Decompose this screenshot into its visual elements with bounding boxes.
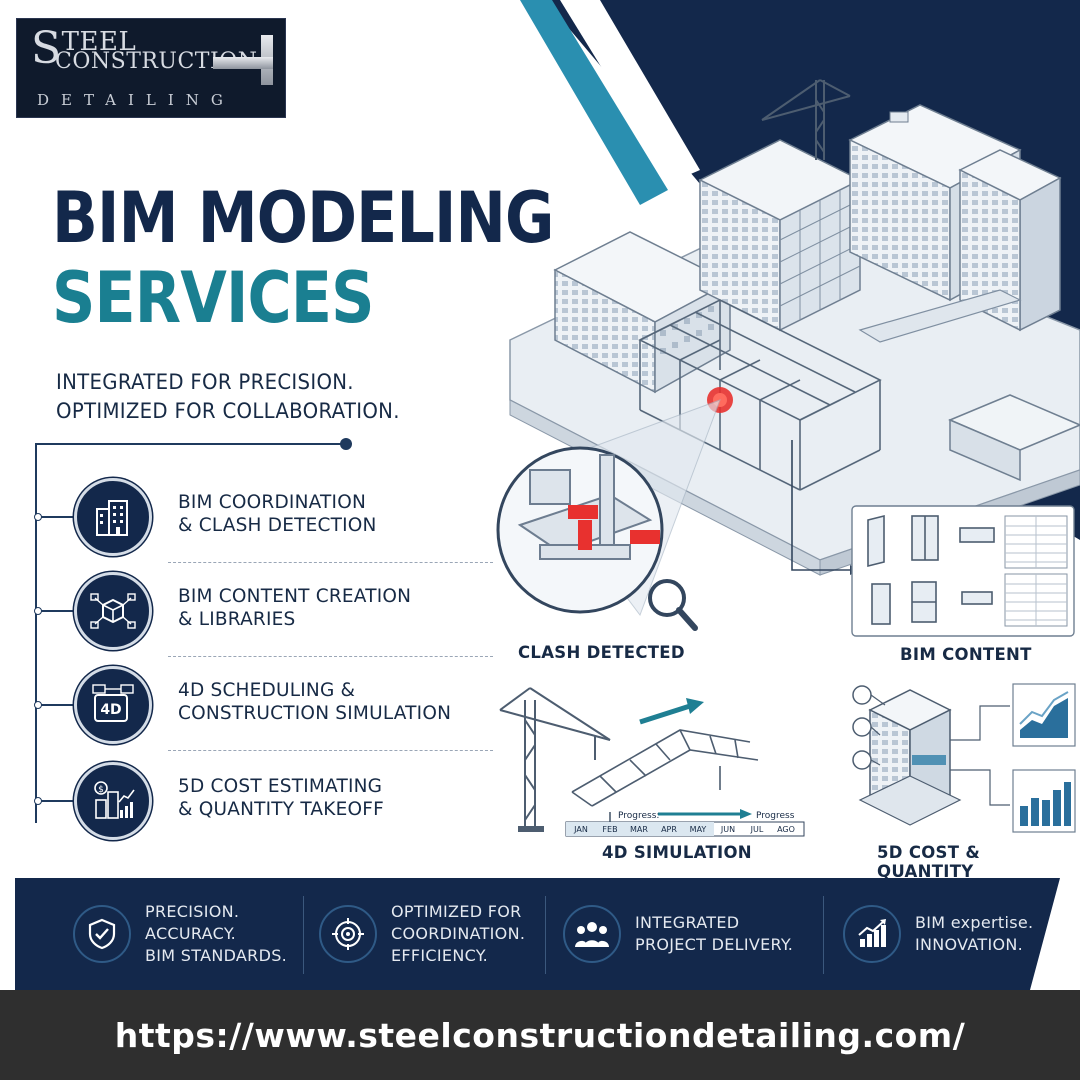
month-label: AGO [777, 825, 795, 834]
service-divider [168, 750, 493, 751]
service-bim-content[interactable]: BIM CONTENT CREATION & LIBRARIES [34, 572, 493, 660]
service-4d-scheduling[interactable]: 4D 4D SCHEDULING & CONSTRUCTION SIMULATI… [34, 666, 493, 754]
page-title: BIM MODELING SERVICES [52, 178, 554, 338]
logo-word-steel: TEEL [61, 27, 137, 57]
4d-schedule-icon: 4D [74, 666, 152, 744]
progress-label-right: Progress [756, 811, 795, 821]
service-divider [168, 562, 493, 563]
caption-5d-cost: 5D COST & QUANTITY [877, 843, 981, 881]
feature-coordination: OPTIMIZED FOR COORDINATION. EFFICIENCY. [319, 878, 525, 990]
connector-dot [340, 438, 352, 450]
caption-4d-simulation: 4D SIMULATION [602, 843, 752, 862]
website-link[interactable]: https://www.steelconstructiondetailing.c… [114, 1015, 966, 1055]
cost-chart-icon: $ [74, 762, 152, 840]
caption-bim-content: BIM CONTENT [900, 645, 1032, 664]
feature-divider [545, 896, 546, 974]
logo-word-detailing: DETAILING [37, 91, 235, 109]
feature-innovation: BIM expertise. INNOVATION. [843, 878, 1033, 990]
service-5d-cost[interactable]: $ 5D COST ESTIMATING & QUANTITY TAKEOFF [34, 762, 458, 850]
service-label: BIM CONTENT CREATION & LIBRARIES [178, 586, 412, 630]
service-bim-coordination[interactable]: BIM COORDINATION & CLASH DETECTION [34, 478, 493, 566]
building-icon [74, 478, 152, 556]
month-label: JAN [573, 825, 588, 834]
timeline-bar [565, 821, 805, 837]
title-line-2: SERVICES [52, 257, 374, 339]
tagline-line-1: INTEGRATED FOR PRECISION. [56, 370, 354, 394]
service-label: 5D COST ESTIMATING & QUANTITY TAKEOFF [178, 776, 384, 820]
feature-text: INTEGRATED PROJECT DELIVERY. [635, 913, 794, 954]
tagline-line-2: OPTIMIZED FOR COLLABORATION. [56, 399, 400, 423]
caption-clash-detected: CLASH DETECTED [518, 643, 685, 662]
progress-label-left: Progress: [618, 811, 659, 821]
shield-check-icon [73, 905, 131, 963]
feature-text: OPTIMIZED FOR COORDINATION. EFFICIENCY. [391, 902, 526, 965]
feature-text: BIM expertise. INNOVATION. [915, 913, 1034, 954]
month-label: MAR [630, 825, 648, 834]
month-label: APR [661, 825, 677, 834]
bim-illustration: Progress: Progress JAN FEB MAR APR MAY J… [480, 0, 1080, 881]
features-band: PRECISION. ACCURACY. BIM STANDARDS. OPTI… [15, 878, 1080, 990]
service-divider [168, 656, 493, 657]
growth-chart-icon [843, 905, 901, 963]
month-label: JUL [750, 825, 764, 834]
feature-delivery: INTEGRATED PROJECT DELIVERY. [563, 878, 793, 990]
feature-divider [823, 896, 824, 974]
service-label: 4D SCHEDULING & CONSTRUCTION SIMULATION [178, 680, 452, 724]
band-corner-cut [1030, 878, 1080, 990]
month-label: JUN [720, 825, 735, 834]
feature-text: PRECISION. ACCURACY. BIM STANDARDS. [145, 902, 288, 965]
feature-precision: PRECISION. ACCURACY. BIM STANDARDS. [73, 878, 287, 990]
tagline: INTEGRATED FOR PRECISION. OPTIMIZED FOR … [56, 368, 400, 426]
company-logo[interactable]: STEEL CONSTRUCTION DETAILING [16, 18, 286, 118]
isometric-buildings-illustration: Progress: Progress JAN FEB MAR APR MAY J… [496, 79, 1080, 837]
cost-mini-chart [1012, 683, 1076, 747]
connector-vertical-line [35, 443, 37, 823]
logo-initial: S [31, 23, 62, 74]
4d-icon-text: 4D [100, 702, 121, 718]
network-cube-icon [74, 572, 152, 650]
feature-divider [303, 896, 304, 974]
service-label: BIM COORDINATION & CLASH DETECTION [178, 492, 377, 536]
footer: https://www.steelconstructiondetailing.c… [0, 990, 1080, 1080]
logo-beam-arm-icon [213, 57, 273, 69]
target-icon [319, 905, 377, 963]
month-label: MAY [690, 825, 707, 834]
month-label: FEB [602, 825, 617, 834]
logo-word-construction: CONSTRUCTION [55, 49, 258, 74]
title-line-1: BIM MODELING [52, 177, 554, 259]
team-icon [563, 905, 621, 963]
quantity-mini-chart [1012, 769, 1076, 833]
svg-text:$: $ [98, 785, 104, 795]
connector-horizontal-line [35, 443, 343, 445]
